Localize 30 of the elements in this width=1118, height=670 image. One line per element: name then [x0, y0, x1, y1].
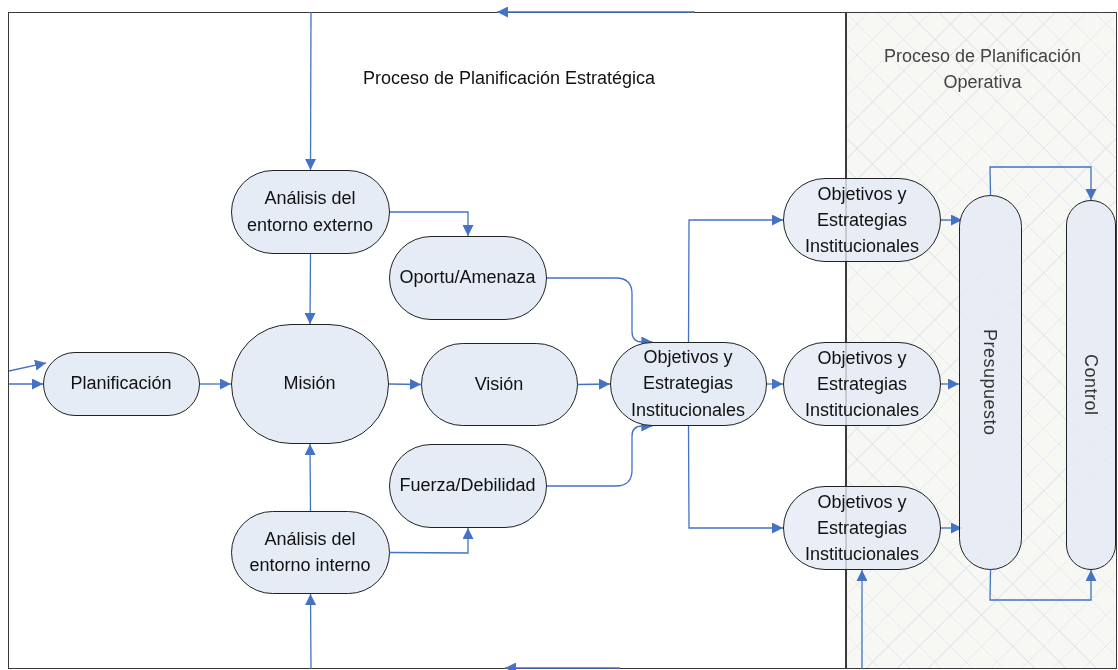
arrow — [388, 378, 422, 390]
process-pill: Presupuesto — [958, 194, 1022, 570]
arrow — [304, 443, 316, 512]
process-pill: Misión — [230, 323, 389, 444]
arrow — [8, 359, 47, 372]
process-pill: Oportu/Amenaza — [388, 235, 547, 320]
arrow — [687, 425, 784, 534]
arrow — [8, 378, 44, 390]
process-pill: Control — [1065, 199, 1116, 570]
arrow — [687, 214, 784, 343]
panel-title: Proceso de Planificación Estratégica — [361, 67, 657, 90]
process-pill: Planificación — [42, 351, 200, 416]
arrow — [940, 378, 960, 390]
arrow — [199, 378, 232, 390]
arrow — [304, 253, 316, 325]
arrow — [856, 569, 868, 670]
panel-title: Proceso de Planificación Operativa — [882, 45, 1083, 95]
arrow — [389, 211, 474, 237]
arrow — [989, 166, 1097, 201]
process-pill: Análisis del entorno interno — [230, 510, 390, 594]
process-pill: Visión — [420, 342, 578, 426]
process-pill: Fuerza/Debilidad — [388, 443, 547, 528]
process-pill: Objetivos y Estrategias Institucionales — [609, 341, 767, 426]
arrow — [989, 569, 1097, 601]
arrow — [577, 378, 611, 390]
arrow — [305, 11, 317, 171]
process-pill: Análisis del entorno externo — [230, 169, 390, 254]
arrow — [305, 593, 317, 670]
arrow — [389, 527, 474, 554]
arrow — [766, 378, 784, 390]
